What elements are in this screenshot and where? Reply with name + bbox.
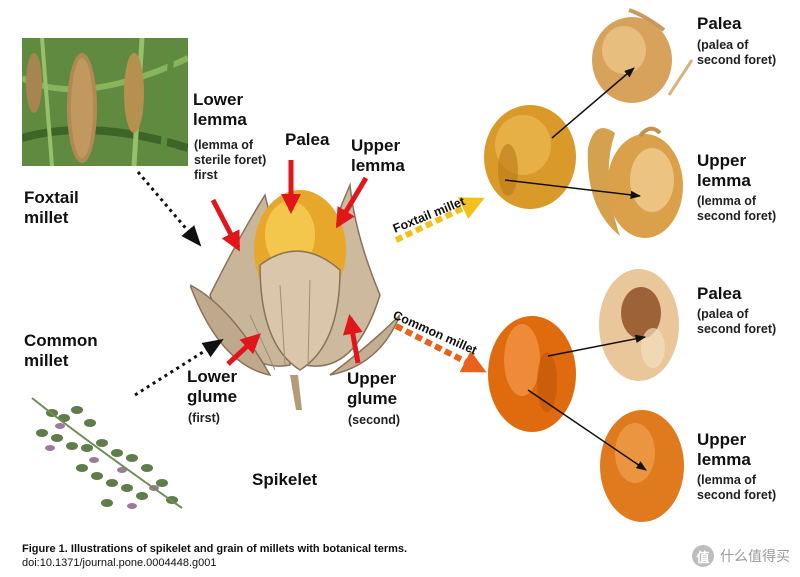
caption-title: Figure 1. Illustrations of spikelet and … [22, 543, 408, 555]
arrow-upper-lemma-center [335, 176, 369, 229]
figure-caption: Figure 1. Illustrations of spikelet and … [22, 542, 407, 570]
arrow-common-dashed [394, 323, 487, 373]
label-common-millet: Common millet [24, 331, 98, 370]
foxtail-arrow-label: Foxtail millet [391, 194, 468, 236]
label-palea-top: Palea [697, 14, 742, 33]
arrow-lower-glume [226, 333, 261, 366]
spikelet-illustration [190, 175, 400, 410]
arrow-to-upper-lemma-bottom [527, 389, 647, 471]
label-palea-center: Palea [285, 130, 330, 149]
foxtail-millet-photo [22, 38, 188, 166]
note-palea-bottom: (palea of second foret) [697, 307, 777, 336]
note-upper-glume: (second) [348, 413, 401, 427]
note-upper-lemma-bottom: (lemma of second foret) [697, 473, 777, 502]
note-palea-top: (palea of second foret) [697, 38, 777, 67]
note-lower-lemma: (lemma of sterile foret) first [194, 138, 267, 182]
label-spikelet: Spikelet [252, 470, 318, 489]
common-palea-grain [593, 263, 685, 385]
label-upper-lemma-top: Upper lemma [697, 151, 751, 190]
arrow-lower-lemma [210, 198, 241, 252]
label-palea-bottom: Palea [697, 284, 742, 303]
label-upper-lemma-bottom: Upper lemma [697, 430, 751, 469]
common-millet-photo [22, 388, 192, 516]
foxtail-grain-whole [478, 100, 583, 215]
arrow-to-upper-lemma-top [504, 179, 642, 200]
arrow-foxtail-dashed [394, 197, 485, 243]
connector-foxtail [136, 171, 202, 247]
label-upper-lemma-center: Upper lemma [351, 136, 405, 175]
label-upper-glume: Upper glume [347, 369, 398, 408]
arrow-to-palea-bottom [547, 334, 647, 357]
common-grain-whole [482, 310, 582, 438]
watermark-badge-icon: 值 [692, 545, 714, 567]
arrow-to-palea-top [551, 67, 635, 139]
arrow-upper-glume [342, 314, 363, 364]
label-foxtail-millet: Foxtail millet [24, 188, 79, 227]
connector-common [134, 338, 224, 397]
watermark: 值 什么值得买 [692, 545, 790, 567]
label-lower-lemma: Lower lemma [193, 90, 247, 129]
common-arrow-label: Common millet [391, 308, 480, 358]
note-lower-glume: (first) [188, 411, 220, 425]
watermark-text: 什么值得买 [720, 548, 790, 564]
label-lower-glume: Lower glume [187, 367, 238, 406]
foxtail-palea-grain [584, 5, 694, 105]
caption-doi: doi:10.1371/journal.pone.0004448.g001 [22, 557, 217, 569]
note-upper-lemma-top: (lemma of second foret) [697, 194, 777, 223]
